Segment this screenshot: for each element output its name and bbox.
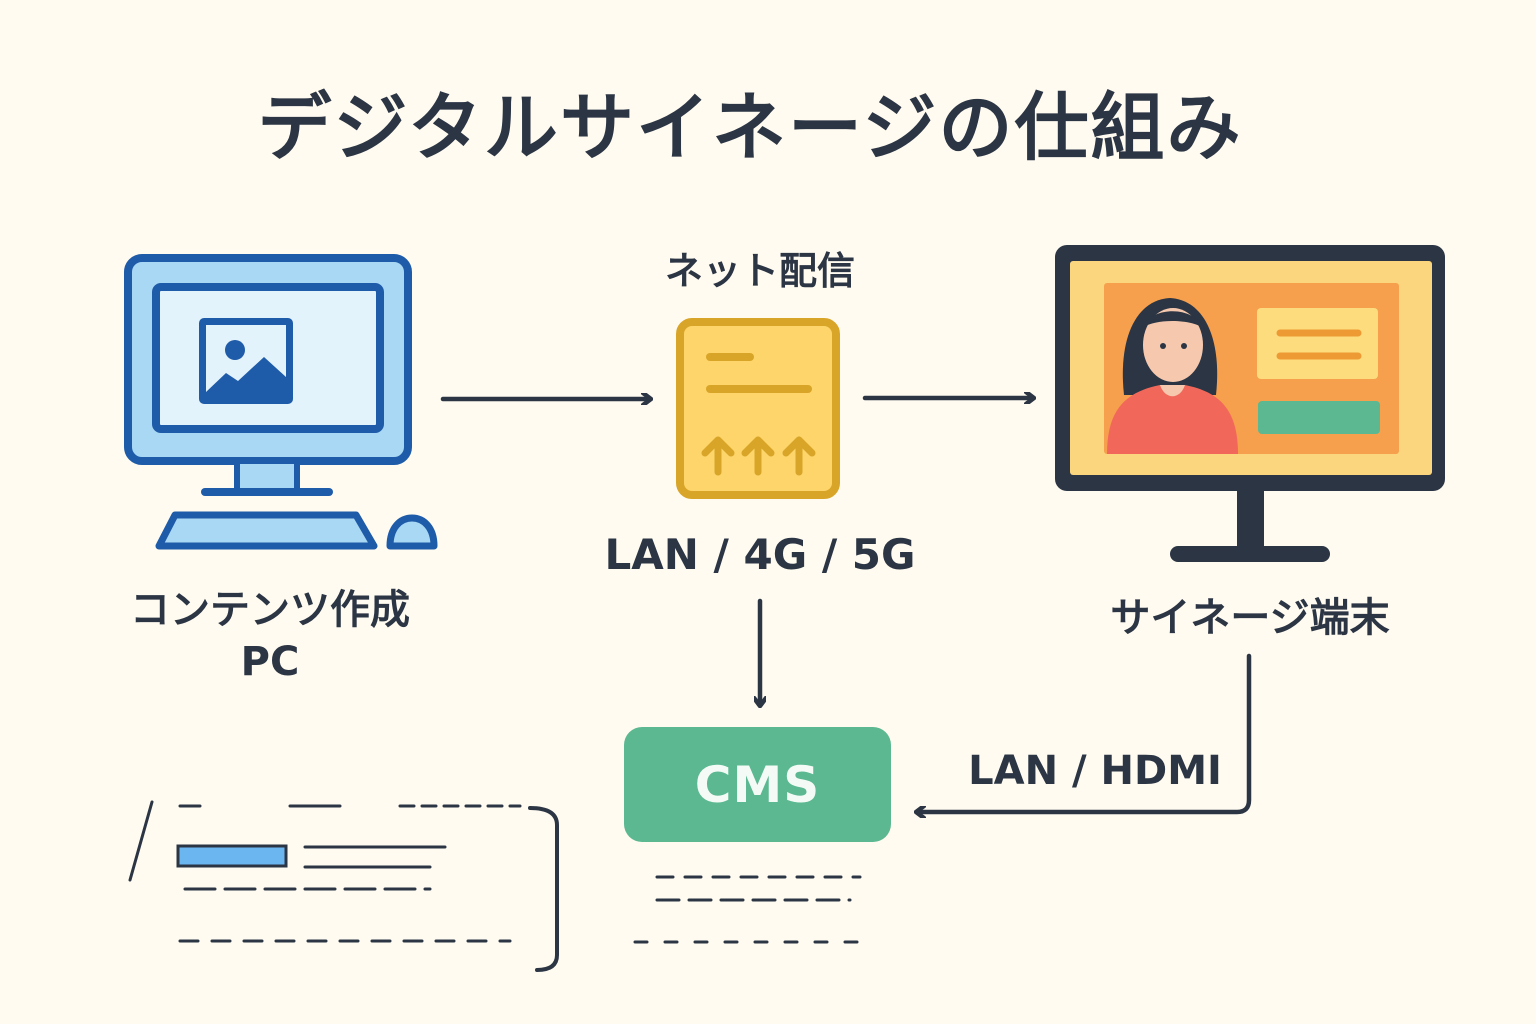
- pc-label-line1: コンテンツ作成: [130, 587, 410, 633]
- node-label-terminal: サイネージ端末: [1110, 595, 1390, 641]
- upload-document-icon: [676, 318, 840, 499]
- node-label-pc: コンテンツ作成 PC: [90, 584, 450, 688]
- person-icon: [1107, 298, 1238, 454]
- signage-text-panel: [1257, 308, 1378, 379]
- signage-button-panel: [1258, 401, 1380, 434]
- signage-base: [1170, 546, 1330, 562]
- pc-base: [201, 488, 333, 496]
- node-sublabel-network: LAN / 4G / 5G: [604, 530, 916, 579]
- arrow-terminal-to-cms: [917, 653, 1252, 812]
- image-icon: [199, 318, 293, 404]
- signage-stand: [1237, 491, 1264, 551]
- signage-display-icon: [1055, 245, 1445, 562]
- mouse-icon: [386, 514, 438, 550]
- keyboard-icon: [155, 511, 378, 550]
- cms-label: CMS: [694, 755, 821, 814]
- cms-node: CMS: [624, 727, 891, 842]
- pc-stand: [234, 458, 300, 494]
- diagram-title: デジタルサイネージの仕組み: [257, 85, 1243, 171]
- illegible-decoration: [128, 800, 867, 972]
- edge-label-terminal-cms: LAN / HDMI: [968, 748, 1222, 794]
- node-label-network: ネット配信: [664, 249, 855, 293]
- desktop-computer-icon: [124, 254, 438, 550]
- pc-label-line2: PC: [240, 639, 300, 685]
